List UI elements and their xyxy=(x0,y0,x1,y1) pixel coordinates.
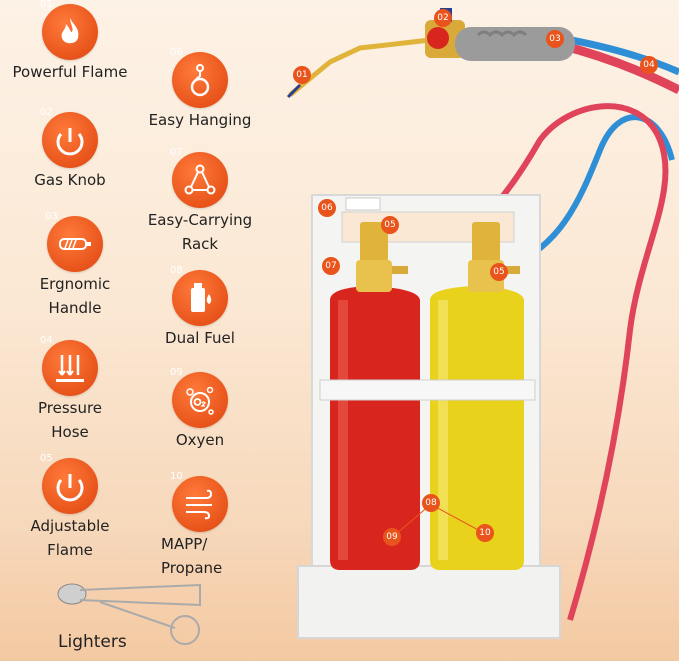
feature-label-line1: Pressure xyxy=(37,399,103,417)
torch-knob xyxy=(427,27,449,49)
feature-number: 10 xyxy=(170,471,183,482)
feature-adjustable-flame: 05 Adjustable Flame xyxy=(0,453,140,562)
feature-icon-circle: 07 xyxy=(170,147,228,208)
feature-label-line2: Rack xyxy=(181,235,219,253)
callout-knob: 02 xyxy=(434,9,452,27)
rack-base xyxy=(297,565,561,639)
flame-icon xyxy=(61,18,79,44)
callout-rack: 07 xyxy=(322,257,340,275)
feature-icon-circle: 09 xyxy=(170,367,228,428)
feature-number: 06 xyxy=(170,47,183,58)
feature-number: 01 xyxy=(40,0,53,10)
pressure-icon xyxy=(56,355,84,382)
torch-handle xyxy=(455,27,575,61)
callout-hose: 04 xyxy=(640,56,658,74)
feature-label-line2: Propane xyxy=(161,559,223,577)
feature-icon-circle: 03 xyxy=(45,211,103,272)
callout-oxygen-tank: 09 xyxy=(383,528,401,546)
feature-number: 02 xyxy=(40,107,53,118)
red-hose xyxy=(403,103,669,621)
feature-icon-circle: 04 xyxy=(40,335,98,396)
feature-mapp-propane: 10 MAPP/ Propane xyxy=(135,471,265,580)
fuel-icon xyxy=(191,283,212,312)
feature-easy-carrying-rack: 07 Easy-Carrying Rack xyxy=(130,147,270,256)
wind-icon xyxy=(186,489,213,520)
feature-label-line2: Hose xyxy=(51,423,89,441)
lighter-illustration xyxy=(57,583,201,645)
lighters-label: Lighters xyxy=(58,632,127,652)
feature-number: 05 xyxy=(40,453,53,464)
feature-number: 09 xyxy=(170,367,183,378)
feature-label: Gas Knob xyxy=(34,171,106,189)
feature-ergonomic-handle: 03 Ergnomic Handle xyxy=(0,211,150,320)
feature-gas-knob: 02 Gas Knob xyxy=(0,107,140,192)
feature-label: Dual Fuel xyxy=(165,329,235,347)
feature-label: Powerful Flame xyxy=(12,63,128,81)
feature-label-line1: Adjustable xyxy=(30,517,110,535)
feature-oxyen: 09 Oxyen xyxy=(135,367,265,452)
feature-label-line1: Ergnomic xyxy=(39,275,111,293)
callout-valve-right: 05 xyxy=(490,263,508,281)
feature-icon-circle: 05 xyxy=(40,453,98,514)
callout-fuel: 08 xyxy=(422,494,440,512)
feature-label-line2: Flame xyxy=(47,541,93,559)
oxygen-icon xyxy=(186,386,214,415)
feature-easy-hanging: 06 Easy Hanging xyxy=(135,47,265,132)
feature-icon-circle: 10 xyxy=(170,471,228,532)
rack-icon xyxy=(184,164,216,195)
handle-icon xyxy=(59,238,91,250)
callout-hanger: 06 xyxy=(318,199,336,217)
feature-number: 08 xyxy=(170,265,183,276)
callout-mapp-tank: 10 xyxy=(476,524,494,542)
yellow-tank xyxy=(430,286,524,570)
torch-tube xyxy=(288,37,431,97)
feature-label-line2: Handle xyxy=(48,299,102,317)
feature-number: 04 xyxy=(40,335,53,346)
callout-valve-left: 05 xyxy=(381,216,399,234)
feature-label-line1: Easy-Carrying xyxy=(147,211,253,229)
feature-dual-fuel: 08 Dual Fuel xyxy=(135,265,265,350)
feature-pressure-hose: 04 Pressure Hose xyxy=(0,335,140,444)
feature-icon-circle: 02 xyxy=(40,107,98,168)
callout-torch-tip: 01 xyxy=(293,66,311,84)
hook-icon xyxy=(190,64,210,97)
feature-icon-circle: 08 xyxy=(170,265,228,326)
strap xyxy=(319,379,536,401)
knob-icon xyxy=(56,128,84,156)
feature-label-line1: MAPP/ xyxy=(161,535,208,553)
feature-label: Easy Hanging xyxy=(148,111,252,129)
feature-number: 07 xyxy=(170,147,183,158)
feature-label: Oxyen xyxy=(175,431,225,449)
feature-number: 03 xyxy=(45,211,58,222)
feature-powerful-flame: 01 Powerful Flame xyxy=(0,0,140,84)
feature-icon-circle: 06 xyxy=(170,47,228,108)
feature-icon-circle: 01 xyxy=(40,0,98,60)
red-tank xyxy=(330,286,420,570)
callout-handle: 03 xyxy=(546,30,564,48)
adjust-icon xyxy=(56,474,84,502)
